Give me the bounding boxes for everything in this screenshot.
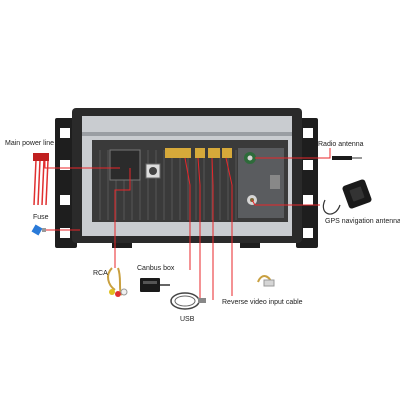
- left-mounting-bracket: [55, 118, 77, 248]
- label-radio-antenna: Radio antenna: [318, 141, 364, 148]
- leader-usb: [197, 157, 201, 300]
- label-canbus-box: Canbus box: [137, 265, 175, 272]
- canbus-box-icon: [140, 278, 170, 292]
- gps-antenna-icon: [322, 179, 372, 215]
- power-harness-icon: [33, 153, 49, 206]
- reverse-video-cable-icon: [257, 275, 275, 287]
- leader-radio: [255, 148, 331, 159]
- label-fuse: Fuse: [33, 214, 49, 221]
- leader-usb-2: [211, 157, 214, 300]
- fuse-icon: [31, 224, 46, 236]
- leader-canbus: [184, 157, 191, 270]
- head-unit: [55, 108, 318, 248]
- usb-cable-icon: [170, 292, 206, 310]
- canbus-connector: [165, 148, 191, 158]
- rca-cable-icon: [107, 267, 128, 297]
- label-gps-antenna: GPS navigation antenna: [325, 218, 400, 225]
- label-main-power-line: Main power line: [5, 140, 55, 147]
- main-connector: [109, 149, 141, 181]
- leader-gps: [251, 199, 320, 206]
- leader-reverse: [225, 157, 233, 296]
- label-usb: USB: [180, 316, 195, 323]
- leader-rca: [114, 168, 131, 268]
- label-rca: RCA: [93, 270, 108, 277]
- label-reverse-video: Reverse video input cable: [222, 299, 303, 306]
